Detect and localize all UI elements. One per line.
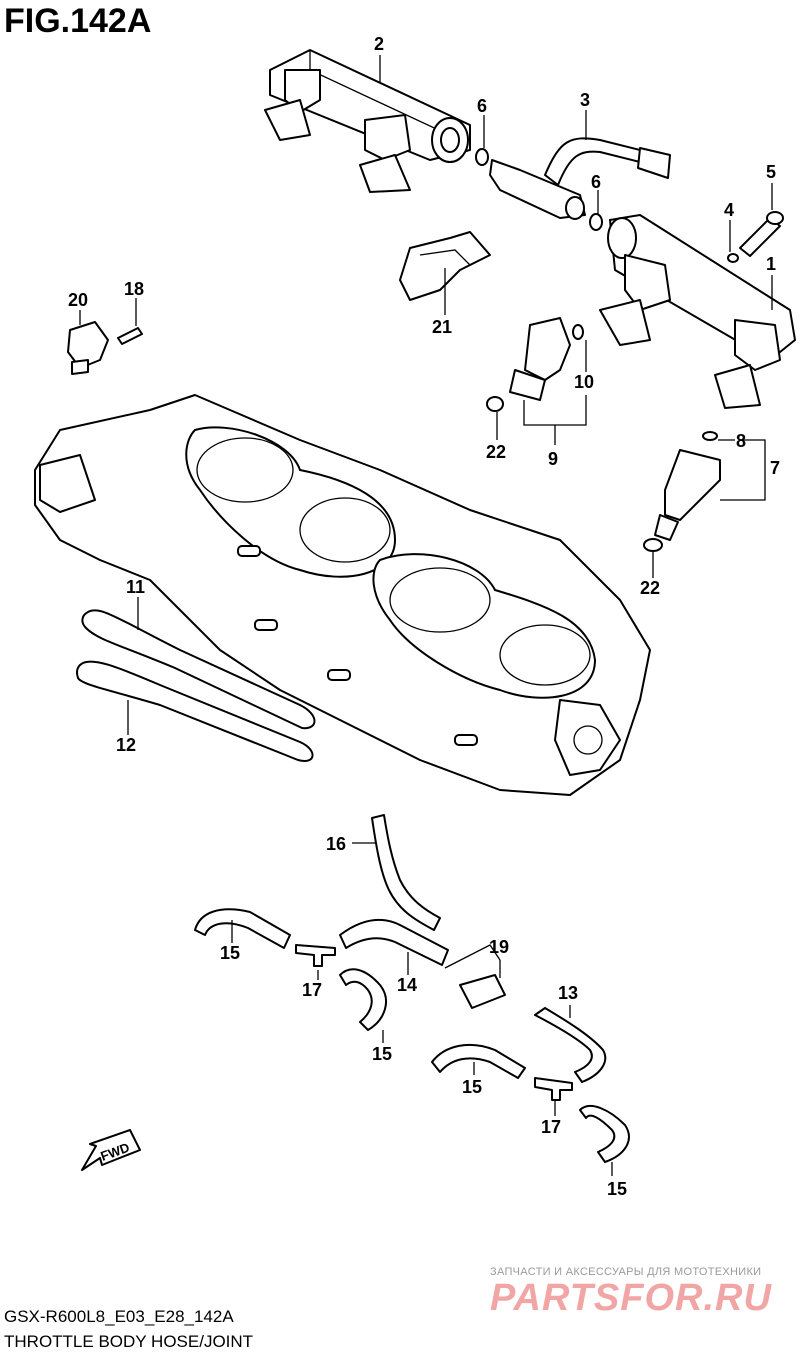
watermark-tagline: ЗАПЧАСТИ И АКСЕССУАРЫ ДЛЯ МОТОТЕХНИКИ (490, 1266, 762, 1278)
hose-11[interactable] (81, 609, 316, 730)
callout-17-b: 17 (541, 1117, 561, 1137)
fwd-arrow-icon: FWD (81, 1129, 141, 1171)
hose-12[interactable] (75, 660, 314, 762)
callout-22-upper: 22 (486, 442, 506, 462)
figure-code: GSX-R600L8_E03_E28_142A (4, 1307, 234, 1326)
screw-18[interactable] (117, 327, 143, 345)
callout-16: 16 (326, 834, 346, 854)
leader-lines (79, 55, 773, 1176)
hose-15a[interactable] (194, 908, 291, 949)
callout-18: 18 (124, 279, 144, 299)
callout-5: 5 (766, 162, 776, 182)
fuel-rail-upper[interactable] (264, 49, 471, 193)
callout-22-lower: 22 (640, 578, 660, 598)
figure-name: THROTTLE BODY HOSE/JOINT (4, 1332, 254, 1351)
callout-6-upper: 6 (477, 96, 487, 116)
callout-15-a: 15 (220, 943, 240, 963)
hose-16[interactable] (371, 814, 441, 931)
fuel-hose-3[interactable] (544, 137, 671, 186)
callout-21: 21 (432, 317, 452, 337)
joint-19[interactable] (459, 974, 506, 1009)
callout-17-a: 17 (302, 980, 322, 1000)
callout-7: 7 (770, 458, 780, 478)
callout-15-b: 15 (372, 1044, 392, 1064)
bolt-5[interactable] (739, 211, 784, 257)
hose-13[interactable] (534, 1007, 607, 1083)
clamp-21[interactable] (399, 231, 491, 301)
throttle-body[interactable] (34, 394, 651, 796)
cushion-22b[interactable] (643, 538, 663, 552)
callout-10: 10 (574, 372, 594, 392)
hose-14[interactable] (339, 918, 449, 966)
joint-pipe[interactable] (475, 148, 603, 231)
callout-1: 1 (766, 254, 776, 274)
callout-14: 14 (397, 975, 417, 995)
hose-15d[interactable] (579, 1105, 630, 1163)
callout-20: 20 (68, 290, 88, 310)
injector-9[interactable] (509, 317, 584, 401)
joint-17a[interactable] (295, 944, 336, 967)
callout-12: 12 (116, 735, 136, 755)
joint-17b[interactable] (534, 1077, 573, 1101)
callout-15-c: 15 (462, 1077, 482, 1097)
callout-2: 2 (374, 34, 384, 54)
injector-7[interactable] (654, 431, 721, 541)
callout-9: 9 (548, 449, 558, 469)
callout-13: 13 (558, 983, 578, 1003)
callout-8: 8 (736, 431, 746, 451)
watermark-logo: PARTSFOR.RU (490, 1277, 772, 1319)
sensor-20[interactable] (67, 321, 109, 375)
figure-title: FIG.142A (4, 2, 152, 40)
cushion-22a[interactable] (486, 396, 504, 412)
callout-4: 4 (724, 200, 734, 220)
callout-15-d: 15 (607, 1179, 627, 1199)
callout-6-lower: 6 (591, 172, 601, 192)
fuel-rail-lower[interactable] (599, 214, 796, 409)
hose-15b[interactable] (339, 968, 387, 1031)
washer-4[interactable] (727, 253, 739, 263)
callout-3: 3 (580, 90, 590, 110)
callout-11: 11 (126, 577, 145, 597)
hose-15c[interactable] (431, 1043, 526, 1079)
callout-19: 19 (489, 937, 509, 957)
